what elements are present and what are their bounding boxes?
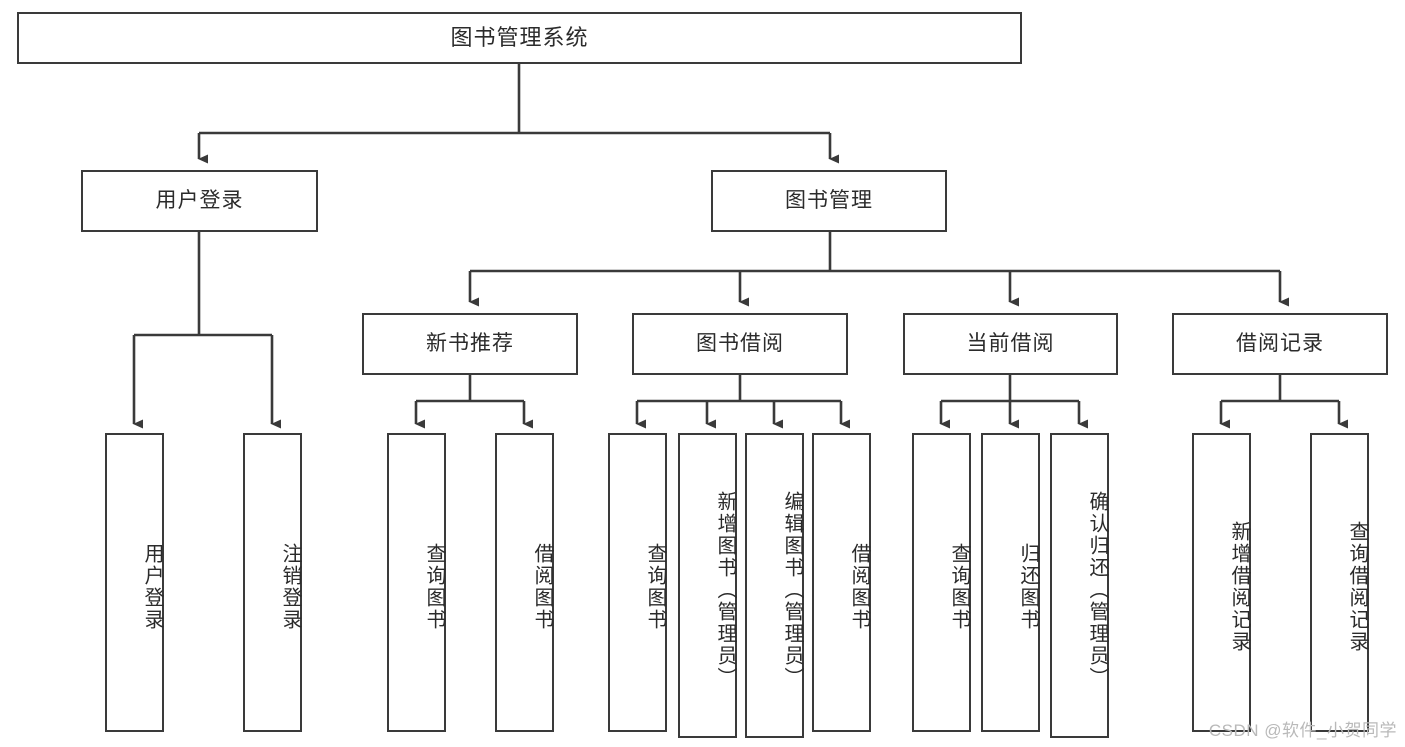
leaf-borrow-add-book-admin[interactable]: 新增图书（管理员） bbox=[678, 433, 737, 738]
node-label: 图书管理 bbox=[785, 188, 873, 212]
leaf-user-login[interactable]: 用户登录 bbox=[105, 433, 164, 732]
node-label: 查询借阅记录 bbox=[1346, 520, 1368, 653]
node-user-login[interactable]: 用户登录 bbox=[81, 170, 318, 232]
node-label: 编辑图书（管理员） bbox=[781, 490, 803, 689]
node-label: 查询图书 bbox=[948, 542, 970, 631]
leaf-record-add-record[interactable]: 新增借阅记录 bbox=[1192, 433, 1251, 732]
leaf-borrow-query-book[interactable]: 查询图书 bbox=[608, 433, 667, 732]
node-label: 注销登录 bbox=[279, 542, 301, 631]
leaf-borrow-borrow-book[interactable]: 借阅图书 bbox=[812, 433, 871, 732]
leaf-record-query-record[interactable]: 查询借阅记录 bbox=[1310, 433, 1369, 732]
node-label: 用户登录 bbox=[155, 188, 244, 212]
node-new-book-recommend[interactable]: 新书推荐 bbox=[362, 313, 578, 375]
node-book-management[interactable]: 图书管理 bbox=[711, 170, 947, 232]
node-label: 用户登录 bbox=[141, 542, 163, 631]
node-current-borrow[interactable]: 当前借阅 bbox=[903, 313, 1118, 375]
watermark: CSDN @软件_小贺同学 bbox=[1208, 721, 1397, 740]
node-label: 借阅记录 bbox=[1236, 331, 1324, 355]
node-label: 借阅图书 bbox=[848, 542, 870, 631]
leaf-current-query-book[interactable]: 查询图书 bbox=[912, 433, 971, 732]
node-label: 新增图书（管理员） bbox=[714, 490, 736, 689]
leaf-borrow-edit-book-admin[interactable]: 编辑图书（管理员） bbox=[745, 433, 804, 738]
node-label: 图书管理系统 bbox=[450, 25, 589, 51]
node-root-system[interactable]: 图书管理系统 bbox=[17, 12, 1022, 64]
node-label: 查询图书 bbox=[644, 542, 666, 631]
node-label: 确认归还（管理员） bbox=[1086, 490, 1108, 689]
leaf-recommend-borrow-book[interactable]: 借阅图书 bbox=[495, 433, 554, 732]
leaf-current-confirm-return-admin[interactable]: 确认归还（管理员） bbox=[1050, 433, 1109, 738]
node-label: 借阅图书 bbox=[531, 542, 553, 631]
leaf-current-return-book[interactable]: 归还图书 bbox=[981, 433, 1040, 732]
node-book-borrow[interactable]: 图书借阅 bbox=[632, 313, 848, 375]
node-label: 当前借阅 bbox=[966, 331, 1055, 355]
node-label: 图书借阅 bbox=[696, 331, 784, 355]
node-label: 归还图书 bbox=[1017, 542, 1039, 631]
node-borrow-record[interactable]: 借阅记录 bbox=[1172, 313, 1388, 375]
node-label: 新书推荐 bbox=[426, 331, 514, 355]
node-label: 新增借阅记录 bbox=[1228, 520, 1250, 653]
leaf-recommend-query-book[interactable]: 查询图书 bbox=[387, 433, 446, 732]
leaf-user-logout[interactable]: 注销登录 bbox=[243, 433, 302, 732]
node-label: 查询图书 bbox=[423, 542, 445, 631]
